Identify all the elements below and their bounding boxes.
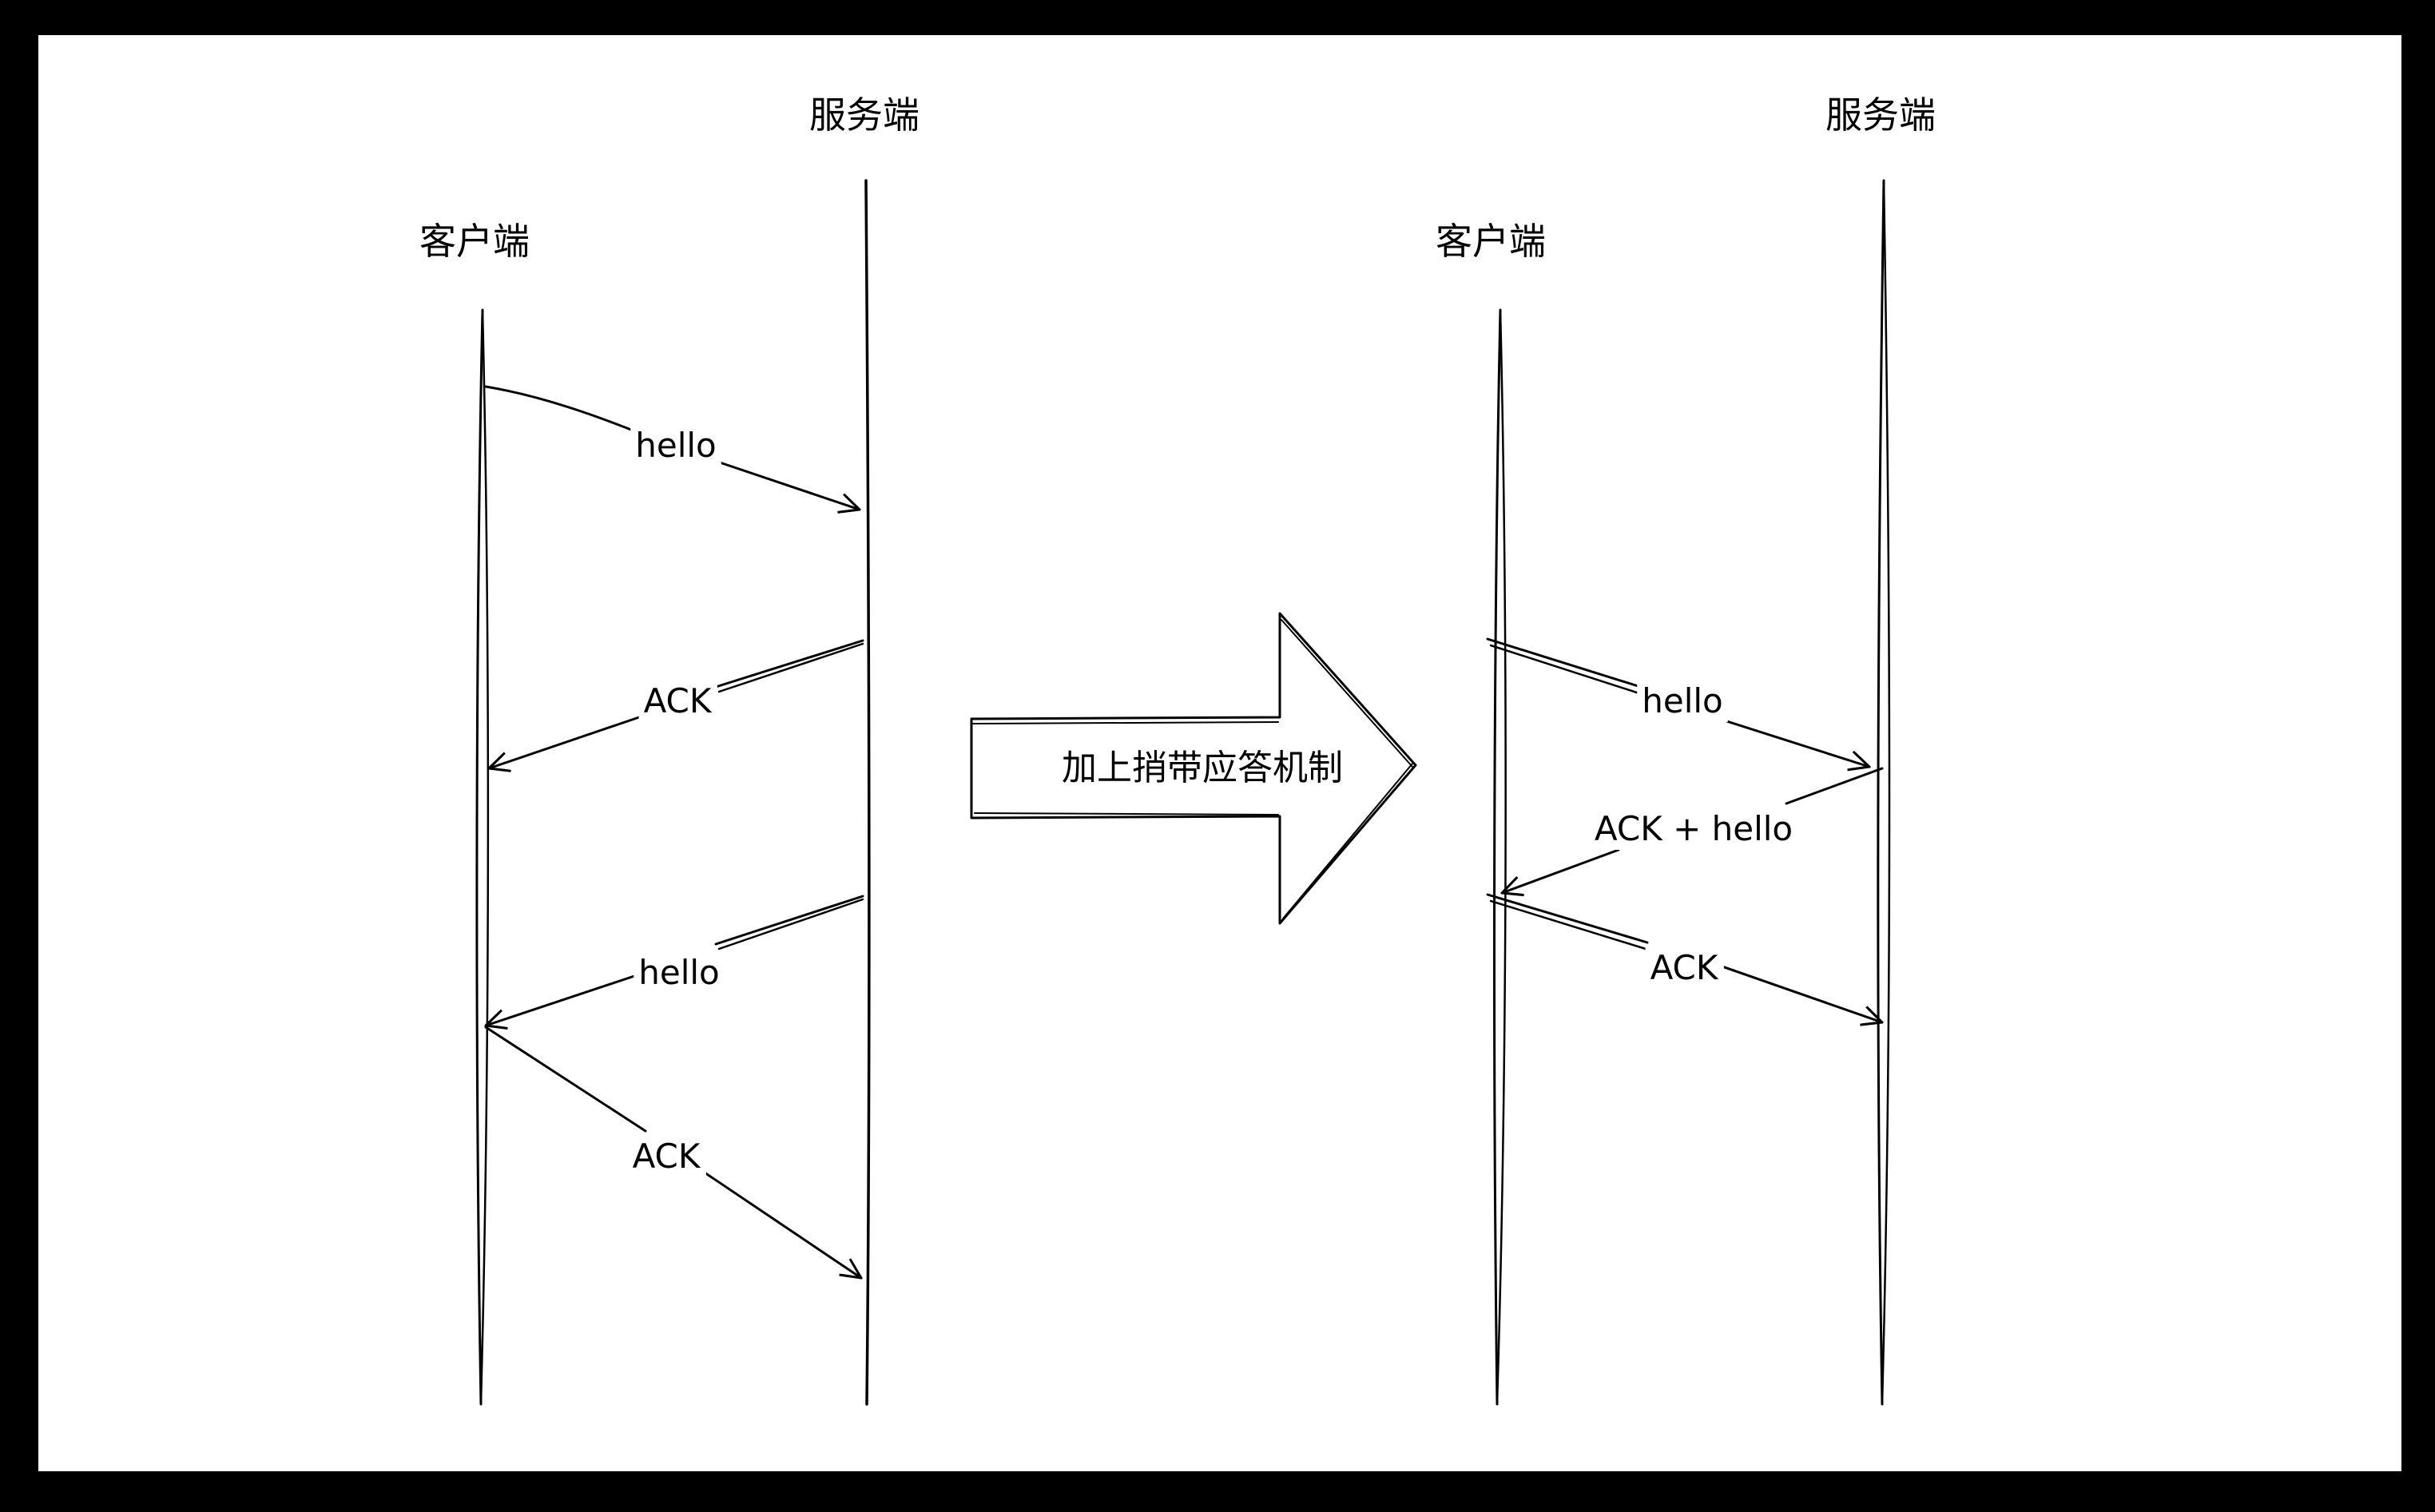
label-background (638, 680, 717, 722)
after-hello-message: hello (1486, 637, 1871, 772)
label-background (1589, 808, 1798, 850)
before-ack-1-message: ACK (487, 639, 864, 772)
label-background (627, 1135, 706, 1177)
after-ack-message: ACK (1486, 893, 1884, 1026)
canvas-background (38, 35, 2401, 1471)
after-ack-hello-label: ACK + hello (1595, 809, 1793, 848)
before-client-label: 客户端 (419, 220, 530, 263)
after-diagram: 服务端 客户端 hello ACK + hello (1436, 93, 1936, 1406)
before-hello-2-message: hello (484, 895, 864, 1030)
before-diagram: 服务端 客户端 hello ACK hello (419, 93, 920, 1406)
transition-arrow-label: 加上捎带应答机制 (1062, 748, 1343, 788)
transition-arrow: 加上捎带应答机制 (970, 612, 1417, 925)
before-server-lifeline (864, 179, 871, 1406)
label-background (634, 951, 725, 994)
after-client-lifeline (1493, 308, 1507, 1406)
after-client-label: 客户端 (1436, 220, 1546, 263)
before-hello-1-message: hello (484, 385, 861, 514)
before-hello-1-label: hello (635, 426, 717, 465)
before-ack-2-label: ACK (633, 1137, 701, 1176)
before-client-lifeline (475, 308, 490, 1406)
after-ack-label: ACK (1650, 948, 1719, 987)
after-ack-hello-message: ACK + hello (1500, 767, 1884, 897)
after-server-label: 服务端 (1825, 93, 1936, 137)
after-server-lifeline (1877, 179, 1891, 1406)
before-hello-2-label: hello (638, 953, 720, 992)
after-hello-label: hello (1642, 681, 1723, 720)
before-ack-1-label: ACK (644, 681, 713, 720)
label-background (630, 424, 721, 466)
label-background (1645, 946, 1724, 989)
label-background (1637, 680, 1728, 722)
before-server-label: 服务端 (809, 93, 920, 137)
before-ack-2-message: ACK (484, 1026, 863, 1280)
